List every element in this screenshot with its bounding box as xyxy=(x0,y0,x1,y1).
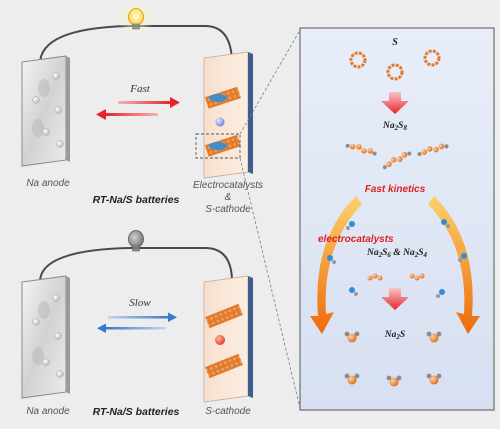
bottom-na-anode xyxy=(21,275,70,399)
fast-kinetics-label: Fast kinetics xyxy=(364,184,426,195)
top-cathode-label-1: Electrocatalysts xyxy=(192,180,264,191)
zoom-line-bottom xyxy=(239,157,301,409)
slow-label: Slow xyxy=(129,297,151,309)
left-curved-arrow xyxy=(310,196,362,334)
zoom-box xyxy=(195,133,241,159)
unlit-bulb-icon xyxy=(128,230,144,252)
electrocatalysts-label: electrocatalysts xyxy=(318,234,394,245)
fast-label: Fast xyxy=(130,83,150,95)
mechanism-panel xyxy=(299,27,495,411)
top-anode-label: Na anode xyxy=(26,178,70,189)
bottom-battery-label: RT-Na/S batteries xyxy=(92,406,180,418)
catalyst-particles xyxy=(327,219,467,298)
top-na-anode xyxy=(21,55,70,167)
top-cathode xyxy=(195,51,253,179)
na2s-clusters xyxy=(344,331,442,387)
top-cathode-label-2: & xyxy=(224,192,232,203)
short-chains xyxy=(367,273,425,281)
slow-arrows xyxy=(97,312,177,333)
right-curved-arrow xyxy=(428,196,480,334)
down-arrow-1 xyxy=(381,92,409,114)
bottom-cathode-label: S-cathode xyxy=(205,406,251,417)
species-na2s6-na2s4-label: Na2S6 & Na2S4 xyxy=(367,248,427,259)
bottom-wire xyxy=(39,247,233,283)
top-battery-label: RT-Na/S batteries xyxy=(92,194,180,206)
fast-arrows xyxy=(96,97,180,120)
down-arrow-2 xyxy=(381,288,409,310)
na2s8-chains xyxy=(345,143,449,170)
bottom-anode-label: Na anode xyxy=(26,406,70,417)
zoom-line-top xyxy=(239,29,301,135)
s8-rings xyxy=(349,49,441,81)
species-na2s-label: Na2S xyxy=(384,330,406,341)
bottom-cathode xyxy=(203,275,253,403)
bottom-circuit xyxy=(21,230,253,403)
species-na2s8-label: Na2S8 xyxy=(383,121,407,132)
top-cathode-label-3: S-cathode xyxy=(205,204,251,215)
top-circuit xyxy=(21,0,253,179)
lit-bulb-icon xyxy=(128,8,144,30)
species-s-label: S xyxy=(392,37,398,48)
